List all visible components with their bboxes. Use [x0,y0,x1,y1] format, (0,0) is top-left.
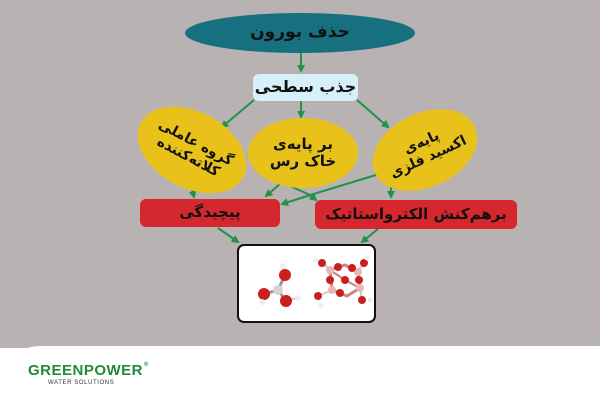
title-node-label: حذف بورون [250,22,350,43]
metal-oxide-node-shape [372,109,478,191]
complexation-node-shape [140,199,280,227]
mechanism-node: جذب سطحی [253,74,358,101]
greenpower-logo: GREENPOWER® WATER SOLUTIONS [28,362,149,386]
clay-label-line2: خاک رس [269,152,337,170]
edge-mechanism-to-metal-oxide [356,99,390,129]
title-node: حذف بورون [185,13,415,53]
interaction-node-electrostatic: برهم‌کنش الکترواستاتیک [315,200,517,229]
edge-clay-to-complexation [264,183,281,198]
result-node [238,245,375,322]
edge-complexation-to-result [217,227,240,244]
clay-node-shape [248,118,358,188]
logo-subtitle: WATER SOLUTIONS [48,380,115,386]
adsorbent-node-clay: بر پایه‌ی خاک رس [253,121,353,185]
mechanism-node-label: جذب سطحی [254,77,357,97]
footer [0,346,600,400]
borate-ring-molecule-icon [313,255,373,308]
boric-acid-molecule-icon [258,263,301,307]
interaction-node-complexation: پیچیدگی [140,199,280,227]
logo-text: GREENPOWER [28,362,144,379]
logo-registered-mark: ® [144,362,149,368]
edge-electrostatic-to-result [360,228,379,244]
mechanism-node-shape [253,74,358,101]
title-node-shape [185,13,415,53]
complexation-label: پیچیدگی [179,203,241,222]
edge-metal-oxide-to-complexation [280,171,387,207]
clay-label-line1: بر پایه‌ی [273,134,333,153]
electrostatic-node-shape [315,200,517,229]
edge-mechanism-to-chelating [220,99,255,129]
electrostatic-label: برهم‌کنش الکترواستاتیک [325,204,507,223]
chelating-node-shape [137,106,247,194]
